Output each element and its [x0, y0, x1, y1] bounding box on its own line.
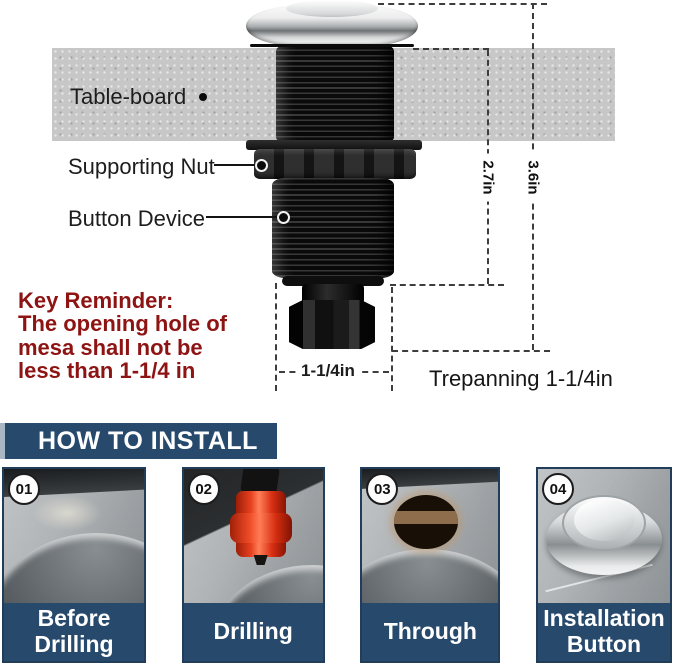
chrome-cap-top-graphic	[286, 0, 378, 17]
threaded-body-upper-graphic	[276, 44, 394, 144]
trepanning-label: Trepanning 1-1/4in	[429, 366, 613, 391]
sink-bowl-graphic	[362, 549, 499, 603]
dim-line-width-left	[275, 283, 277, 391]
step-photo-installation-button: 04	[537, 469, 670, 603]
surface-stain-graphic	[32, 495, 102, 531]
button-device-leader-line	[206, 216, 278, 218]
dimension-label-3-6in: 3.6in	[523, 153, 543, 202]
step-photo-drilling: 02	[183, 469, 323, 603]
key-reminder-line: Key Reminder:	[18, 288, 174, 313]
install-step-card: 02 Drilling	[181, 467, 325, 663]
nut-flange-graphic	[246, 140, 422, 150]
threaded-body-lower-graphic	[272, 178, 394, 278]
step-number-badge: 02	[187, 473, 220, 505]
step-number-badge: 01	[8, 473, 40, 505]
step-label: Through	[362, 603, 499, 661]
how-to-install-title: HOW TO INSTALL	[38, 426, 258, 455]
hole-wood-layer-graphic	[394, 511, 459, 525]
how-to-install-banner: HOW TO INSTALL	[0, 423, 277, 459]
dim-line-board-top	[413, 48, 489, 50]
install-step-card: 04 Installation Button	[535, 467, 672, 663]
step-number-badge: 04	[541, 473, 574, 505]
step-photo-through: 03	[362, 469, 499, 603]
cap-base-seam-graphic	[250, 44, 414, 47]
button-dome-graphic	[573, 499, 634, 541]
step-number-badge: 03	[366, 473, 399, 505]
key-reminder-text: Key Reminder: The opening hole of mesa s…	[18, 288, 227, 383]
step-label: Before Drilling	[4, 603, 144, 661]
step-photo-before-drilling: 01	[4, 469, 144, 603]
hole-saw-tip-graphic	[253, 555, 268, 565]
button-device-marker-dot	[277, 211, 290, 224]
install-steps-row: 01 Before Drilling 02 Drilling 03 Throug…	[2, 467, 672, 663]
dim-line-top	[378, 3, 547, 5]
supporting-nut-leader-line	[214, 164, 258, 166]
install-step-card: 03 Through	[360, 467, 501, 663]
supporting-nut-marker-dot	[255, 159, 268, 172]
step-label: Installation Button	[537, 603, 670, 661]
button-device-label: Button Device	[68, 206, 205, 231]
install-step-card: 01 Before Drilling	[2, 467, 146, 663]
dim-line-width-right	[391, 287, 393, 391]
supporting-nut-label: Supporting Nut	[68, 154, 215, 179]
key-reminder-line: The opening hole of	[18, 311, 227, 337]
drilled-hole-graphic	[394, 495, 459, 549]
step-label: Drilling	[183, 603, 323, 661]
table-board-marker-dot	[199, 93, 207, 101]
dim-line-device-bottom	[392, 350, 550, 352]
dim-line-thread-bottom	[390, 284, 504, 286]
sink-bowl-graphic	[4, 533, 144, 603]
dimension-label-2-7in: 2.7in	[478, 153, 498, 202]
table-board-label: Table-board	[70, 84, 187, 109]
device-neck-graphic	[282, 276, 384, 286]
key-reminder-line: less than 1-1/4 in	[18, 357, 196, 383]
supporting-nut-graphic	[254, 149, 416, 179]
hole-saw-flange-graphic	[229, 513, 292, 543]
key-reminder-line: mesa shall not be	[18, 334, 203, 360]
dimension-label-1-1-4in: 1-1/4in	[296, 361, 360, 381]
hex-end-nut-graphic	[289, 300, 375, 349]
device-collar-graphic	[302, 284, 364, 304]
